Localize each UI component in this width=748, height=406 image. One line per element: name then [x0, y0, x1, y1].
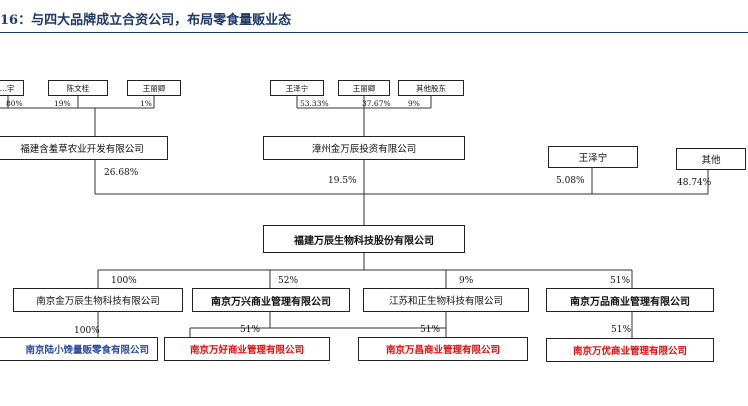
percent-label: 51%	[610, 276, 631, 286]
company-box: 漳州金万辰投资有限公司	[263, 136, 465, 160]
shareholder-box: 其他股东	[398, 80, 464, 96]
percent-label: 51%	[240, 325, 261, 335]
percent-label: 19.5%	[328, 176, 357, 186]
grand-subsidiary-box: 南京万优商业管理有限公司	[546, 338, 714, 362]
shareholder-box: 王泽宁	[548, 146, 638, 168]
subsidiary-box: 南京万品商业管理有限公司	[546, 288, 714, 312]
shareholder-box: 王丽卿	[338, 80, 390, 96]
connector	[97, 253, 633, 288]
connector	[0, 96, 155, 136]
figure-title: 16：与四大品牌成立合资公司，布局零食量贩业态	[0, 13, 292, 28]
percent-label: 51%	[420, 325, 441, 335]
percent-label: 1%	[140, 99, 152, 108]
connector	[97, 312, 633, 338]
percent-label: 100%	[74, 326, 100, 336]
connector	[296, 96, 432, 136]
percent-label: 80%	[6, 99, 23, 108]
percent-label: 9%	[408, 99, 420, 108]
grand-subsidiary-box: 南京万昌商业管理有限公司	[358, 337, 528, 361]
percent-label: 37.67%	[362, 99, 391, 108]
percent-label: 48.74%	[677, 178, 712, 188]
percent-label: 26.68%	[104, 168, 139, 178]
percent-label: 52%	[278, 276, 299, 286]
shareholder-box: 王泽宁	[270, 80, 324, 96]
subsidiary-box: 南京金万辰生物科技有限公司	[13, 288, 183, 312]
percent-label: 9%	[459, 276, 474, 286]
subsidiary-box: 南京万兴商业管理有限公司	[192, 288, 350, 312]
grand-subsidiary-box: 南京万好商业管理有限公司	[164, 337, 330, 361]
shareholder-box: …宇	[0, 80, 24, 96]
company-box: 福建含羞草农业开发有限公司	[0, 136, 168, 160]
main-company-box: 福建万辰生物科技股份有限公司	[263, 225, 465, 253]
percent-label: 100%	[111, 276, 137, 286]
shareholder-box: 陈文桂	[48, 80, 108, 96]
grand-subsidiary-box: 南京陆小馋量贩零食有限公司	[0, 337, 158, 361]
percent-label: 5.08%	[556, 176, 585, 186]
percent-label: 51%	[611, 325, 632, 335]
percent-label: 53.33%	[300, 99, 329, 108]
connector	[94, 160, 709, 225]
title-divider	[0, 32, 748, 33]
shareholder-box: 其他	[676, 148, 746, 170]
subsidiary-box: 江苏和正生物科技有限公司	[363, 288, 529, 312]
percent-label: 19%	[54, 99, 71, 108]
shareholder-box: 王丽卿	[127, 80, 181, 96]
